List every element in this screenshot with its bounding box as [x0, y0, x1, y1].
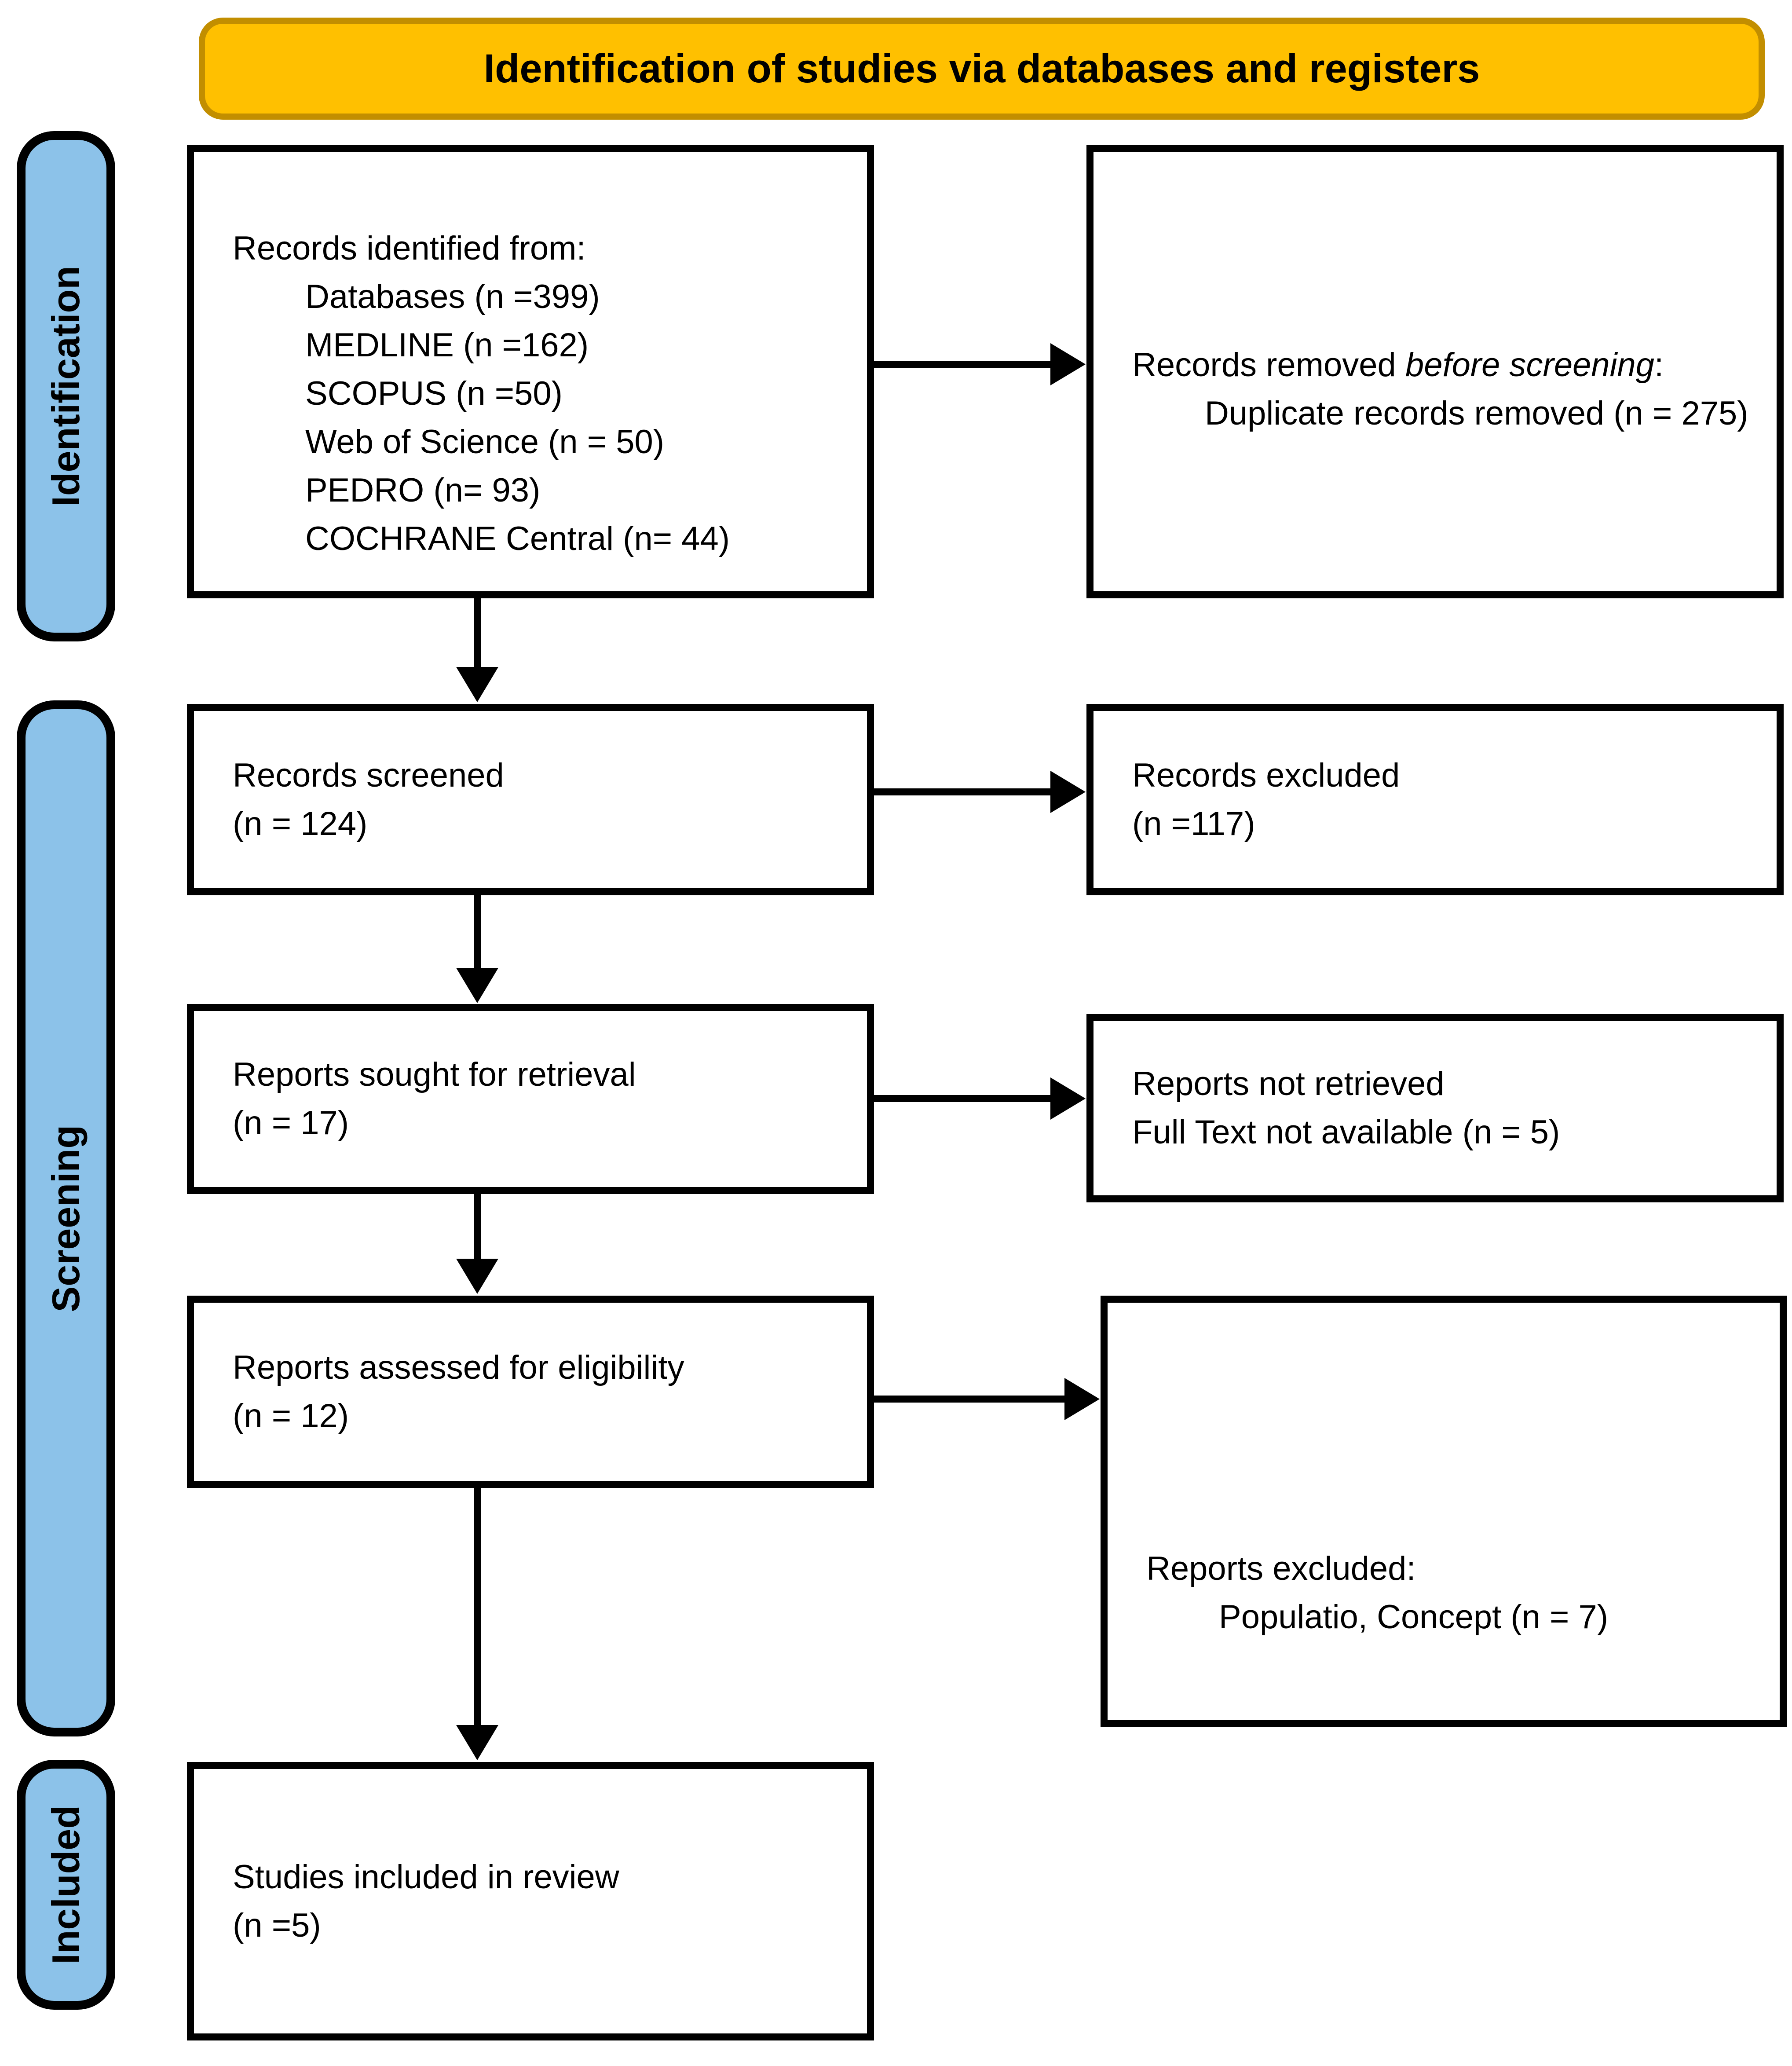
records-identified-item: Web of Science (n = 50)	[305, 423, 665, 461]
sidebar-label-included: Included	[44, 1805, 88, 1964]
reports-excluded-item: Populatio, Concept (n = 7)	[1219, 1598, 1609, 1636]
box-reports-sought: Reports sought for retrieval (n = 17)	[187, 1004, 874, 1194]
reports-assessed-line: (n = 12)	[233, 1397, 349, 1435]
arrow-right-assessed-to-excluded-icon	[874, 1396, 1065, 1403]
studies-included-line: (n =5)	[233, 1906, 321, 1944]
reports-sought-line: Reports sought for retrieval	[233, 1056, 636, 1093]
banner: Identification of studies via databases …	[199, 18, 1765, 120]
records-excluded-line: (n =117)	[1132, 805, 1255, 843]
records-identified-item: COCHRANE Central (n= 44)	[305, 520, 730, 557]
records-removed-intro-italic: before screening	[1405, 346, 1655, 384]
arrow-down-identified-to-screened-icon	[474, 598, 481, 668]
box-reports-assessed: Reports assessed for eligibility (n = 12…	[187, 1296, 874, 1488]
records-removed-intro-suffix: :	[1654, 346, 1664, 384]
records-removed-item: Duplicate records removed (n = 275)	[1205, 395, 1748, 432]
reports-sought-line: (n = 17)	[233, 1104, 349, 1142]
sidebar-band-screening: Screening	[17, 700, 115, 1736]
reports-not-retrieved-line: Reports not retrieved	[1132, 1065, 1445, 1103]
box-reports-excluded: Reports excluded: Populatio, Concept (n …	[1101, 1296, 1787, 1727]
records-screened-line: Records screened	[233, 756, 504, 794]
sidebar-label-identification: Identification	[44, 266, 88, 507]
arrow-right-sought-to-not-retrieved-icon	[874, 1095, 1051, 1102]
records-identified-item: PEDRO (n= 93)	[305, 472, 541, 509]
box-records-removed: Records removed before screening: Duplic…	[1086, 145, 1784, 598]
box-records-excluded: Records excluded (n =117)	[1086, 704, 1784, 895]
box-records-identified: Records identified from: Databases (n =3…	[187, 145, 874, 598]
arrow-down-screened-to-sought-icon	[474, 895, 481, 969]
sidebar-band-identification: Identification	[17, 131, 115, 641]
sidebar-label-screening: Screening	[44, 1125, 88, 1312]
records-removed-intro-normal: Records removed	[1132, 346, 1405, 384]
records-identified-item: MEDLINE (n =162)	[305, 326, 589, 364]
box-studies-included: Studies included in review (n =5)	[187, 1762, 874, 2040]
records-excluded-line: Records excluded	[1132, 756, 1400, 794]
records-removed-intro: Records removed before screening:	[1132, 341, 1750, 389]
records-identified-item: Databases (n =399)	[305, 278, 600, 315]
records-screened-line: (n = 124)	[233, 805, 368, 843]
box-records-screened: Records screened (n = 124)	[187, 704, 874, 895]
reports-assessed-line: Reports assessed for eligibility	[233, 1348, 684, 1386]
reports-excluded-intro: Reports excluded:	[1146, 1550, 1416, 1587]
arrow-down-sought-to-assessed-icon	[474, 1194, 481, 1260]
arrow-down-assessed-to-included-icon	[474, 1488, 481, 1726]
records-identified-intro: Records identified from:	[233, 230, 586, 267]
reports-not-retrieved-line: Full Text not available (n = 5)	[1132, 1114, 1560, 1151]
arrow-right-screened-to-excluded-icon	[874, 788, 1051, 795]
box-reports-not-retrieved: Reports not retrieved Full Text not avai…	[1086, 1014, 1784, 1202]
sidebar-band-included: Included	[17, 1760, 115, 2010]
arrow-right-identified-to-removed-icon	[874, 361, 1051, 368]
banner-title: Identification of studies via databases …	[483, 46, 1480, 91]
records-identified-item: SCOPUS (n =50)	[305, 375, 563, 412]
studies-included-line: Studies included in review	[233, 1858, 619, 1896]
